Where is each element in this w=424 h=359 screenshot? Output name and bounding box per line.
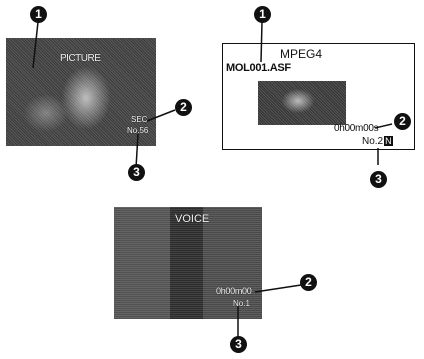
callout-3-mpeg: 3 [370, 171, 387, 188]
callout-3-voice: 3 [230, 336, 247, 353]
callout-2-mpeg: 2 [394, 113, 411, 130]
leader-line-still-3 [136, 134, 138, 168]
leader-line-mpeg-2 [375, 124, 392, 128]
callout-1-still: 1 [30, 6, 47, 23]
callout-3-still: 3 [128, 164, 145, 181]
callout-2-still: 2 [175, 99, 192, 116]
leader-line-voice-2 [255, 285, 301, 292]
leader-line-mpeg-1 [261, 22, 262, 62]
callout-2-voice: 2 [300, 274, 317, 291]
leader-line-still-2 [147, 110, 175, 121]
callout-1-mpeg: 1 [254, 6, 271, 23]
leader-line-still-1 [33, 22, 38, 68]
